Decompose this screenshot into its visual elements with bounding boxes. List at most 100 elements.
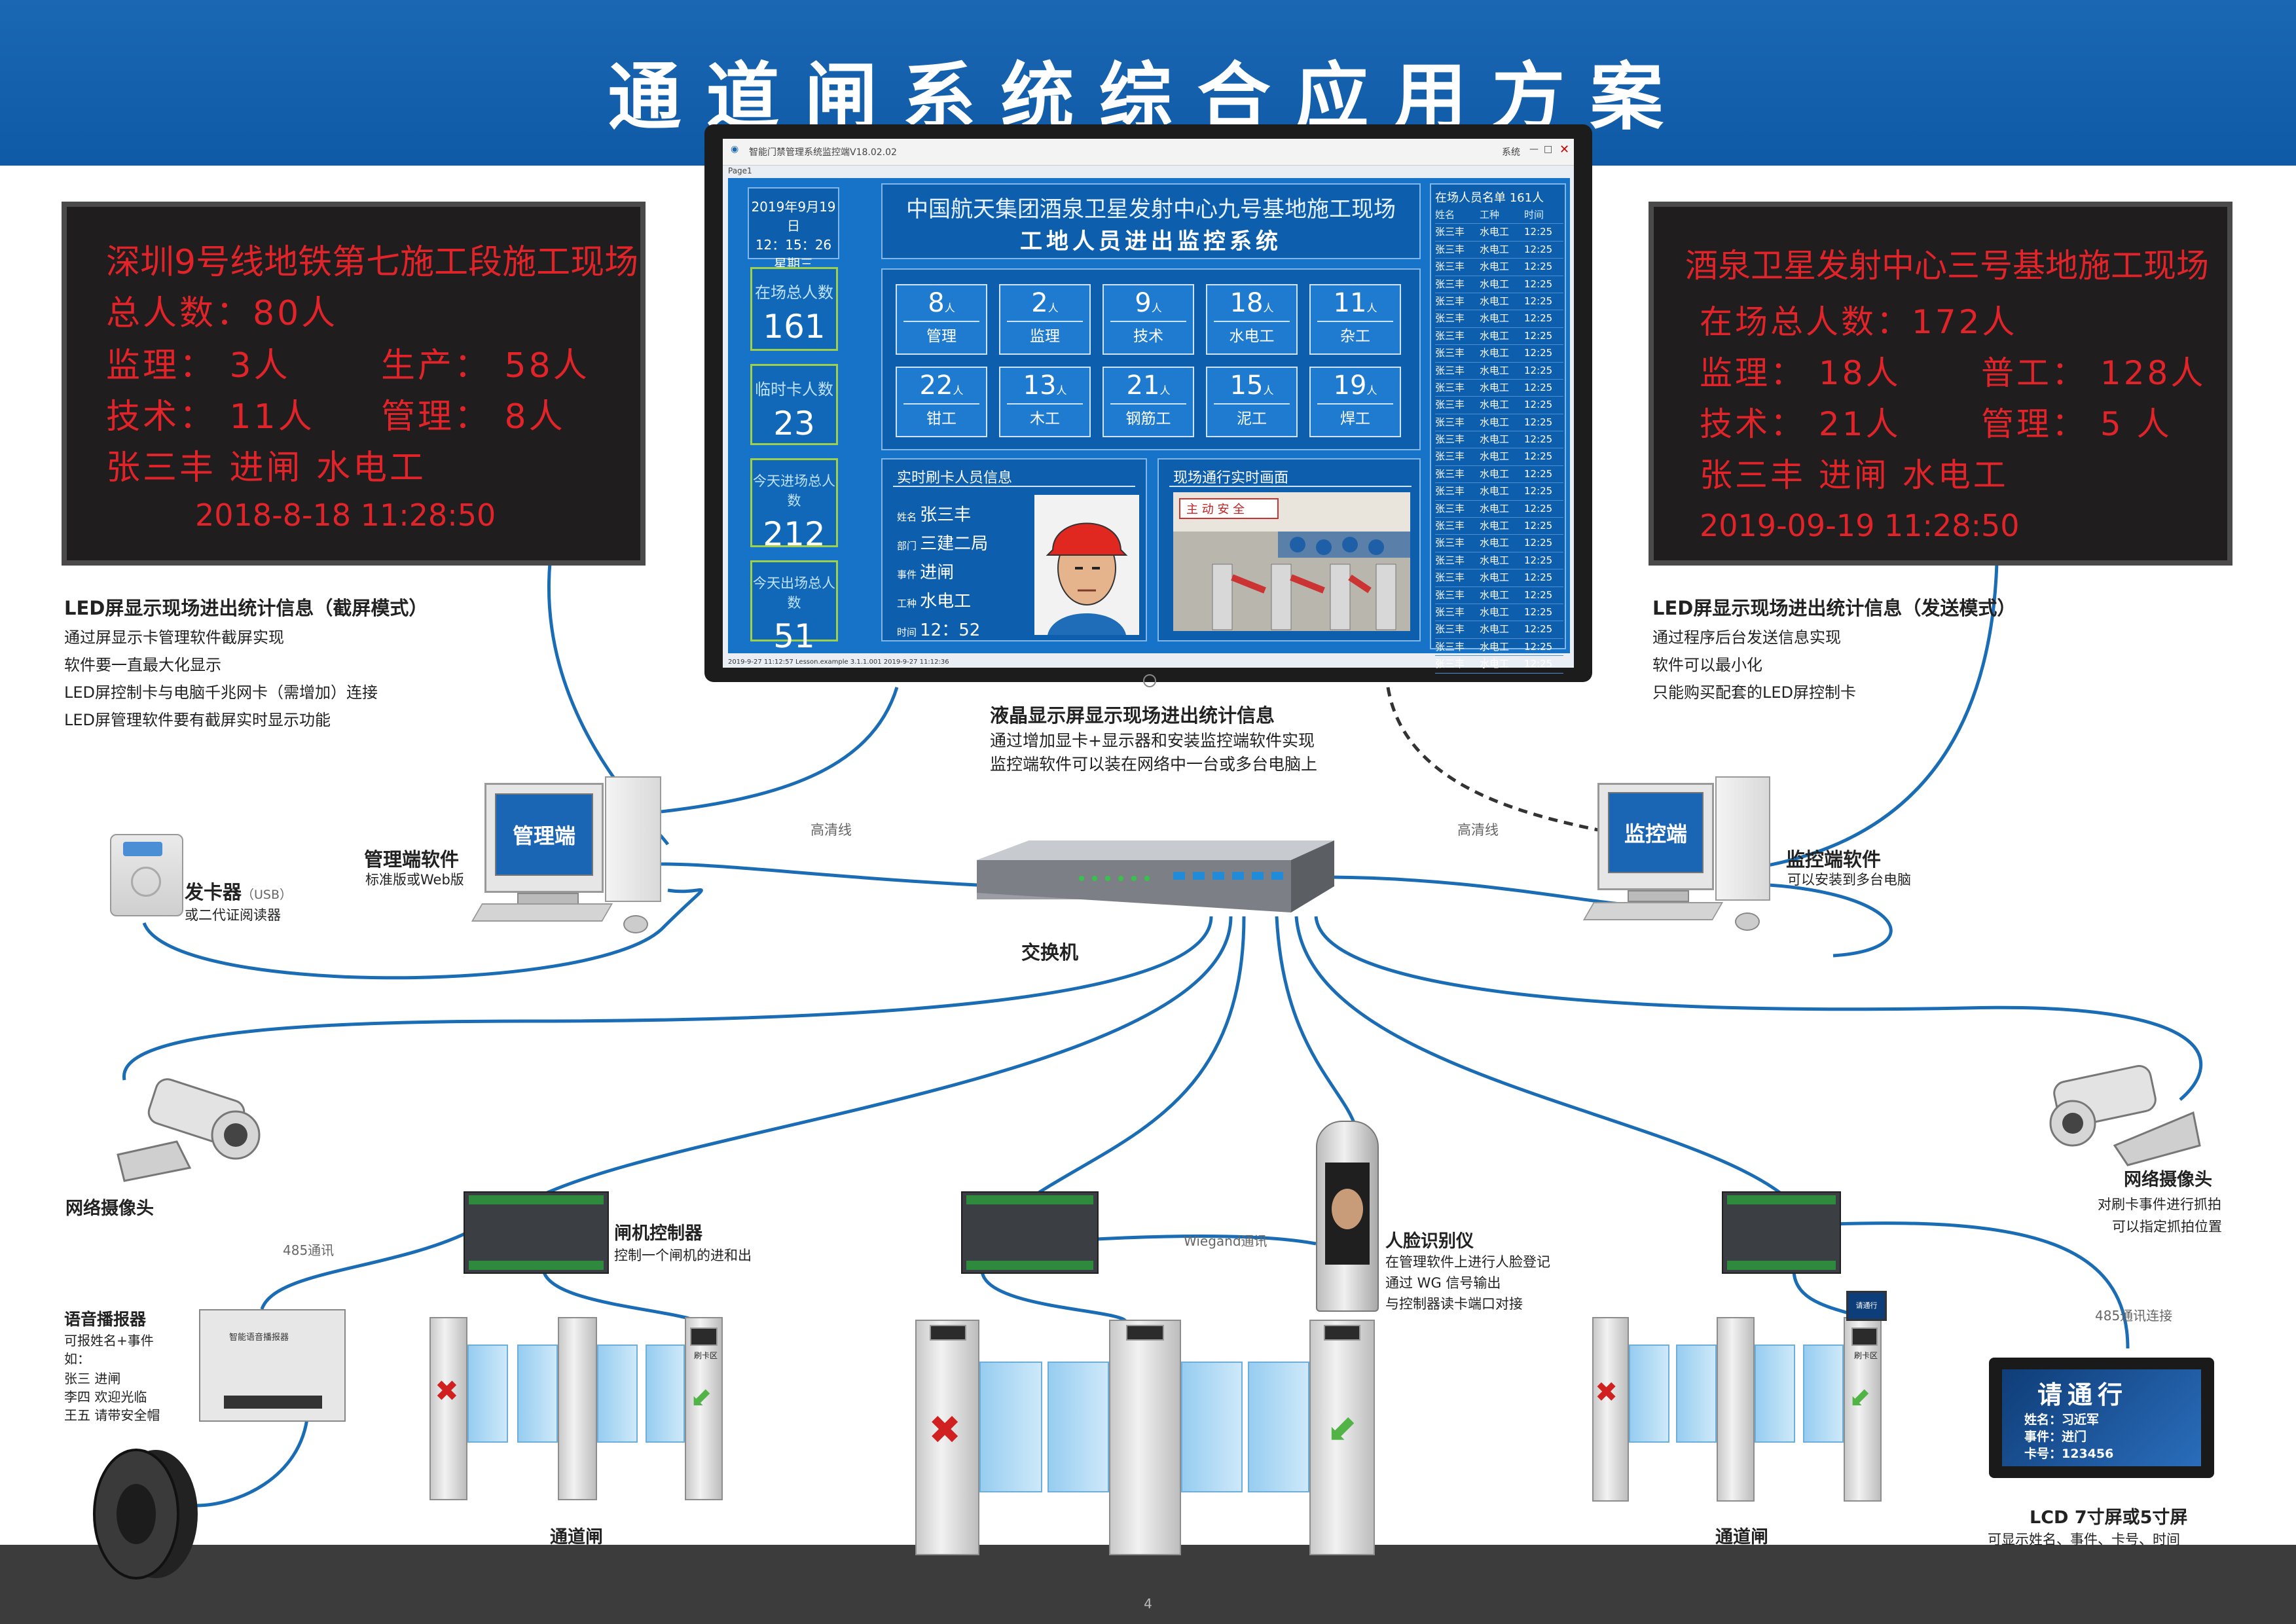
- speaker-line: 如：: [64, 1351, 90, 1367]
- tab-page1[interactable]: Page1: [728, 166, 752, 175]
- face-line: 通过 WG 信号输出: [1385, 1275, 1501, 1291]
- led-left-line4b: 管理： 8人: [381, 397, 566, 437]
- power-button-icon[interactable]: [1143, 674, 1156, 687]
- tile-value: 2: [1031, 288, 1048, 318]
- live-camera-image: 主 动 安 全: [1173, 492, 1410, 631]
- roster-cell: 水电工: [1480, 226, 1510, 238]
- roster-cell: 水电工: [1480, 537, 1510, 549]
- led-right-line2: 在场总人数：172人: [1700, 303, 2018, 341]
- dashboard-time: 12：15：26: [755, 237, 832, 253]
- roster-title: 在场人员名单 161人: [1435, 189, 1544, 206]
- gate-controller-left: [464, 1191, 609, 1274]
- roster-cell: 水电工: [1480, 399, 1510, 411]
- card-field: 工种 水电工: [897, 588, 971, 612]
- card-info-title: 实时刷卡人员信息: [897, 470, 1013, 486]
- cable-speaker-loud: [196, 1413, 310, 1507]
- card-reader-title: 发卡器（USB）: [185, 877, 292, 905]
- gate-wing: [646, 1344, 685, 1443]
- monitor-caption-line: 通过增加显卡+显示器和安装监控端软件实现: [990, 731, 1315, 750]
- monitor-software-sub: 可以安装到多台电脑: [1787, 872, 1911, 888]
- window-user[interactable]: 系统: [1502, 147, 1520, 158]
- roster-cell: 张三丰: [1435, 312, 1465, 325]
- roster-cell: 水电工: [1480, 329, 1510, 342]
- dashboard-date: 2019年9月19日: [751, 199, 836, 234]
- stat-today-out: 今天出场总人数 51: [750, 560, 838, 655]
- roster-cell: 水电工: [1480, 588, 1510, 601]
- lcd-field: 姓名：习近军: [2024, 1413, 2100, 1427]
- roster-cell: 水电工: [1480, 640, 1510, 653]
- tile-value: 18: [1230, 288, 1264, 318]
- voice-broadcaster: 智能语音播报器: [199, 1309, 346, 1422]
- network-switch: [977, 840, 1334, 912]
- roster-cell: 张三丰: [1435, 261, 1465, 273]
- roster-cell: 12:25: [1524, 226, 1553, 238]
- speaker-line: 李四 欢迎光临: [64, 1389, 147, 1405]
- dashboard: 2019年9月19日 12：15：26 星期三 在场总人数 161 临时卡人数 …: [728, 178, 1570, 674]
- roster-cell: 水电工: [1480, 243, 1510, 255]
- gate-display: [930, 1325, 966, 1341]
- monitor-caption-line: 监控端软件可以装在网络中一台或多台电脑上: [990, 755, 1318, 774]
- stat-label: 今天出场总人数: [753, 575, 835, 611]
- tile-manage: 8人管理: [896, 284, 987, 355]
- face-avatar-icon: [1332, 1189, 1363, 1229]
- gate-post: [1844, 1317, 1882, 1502]
- roster-cell: 张三丰: [1435, 640, 1465, 653]
- roster-cell: 张三丰: [1435, 450, 1465, 463]
- roster-cell: 张三丰: [1435, 433, 1465, 446]
- cable-switch-ctrl-right: [1294, 916, 1795, 1206]
- status-bar: 2019-9-27 11:12:57 Lesson.example 3.1.1.…: [728, 659, 949, 666]
- close-icon[interactable]: ✕: [1559, 143, 1570, 156]
- tile-value: 22: [919, 370, 953, 401]
- speaker-title: 语音播报器: [64, 1310, 147, 1329]
- tile-unit: 人: [1263, 384, 1274, 397]
- stat-value: 161: [763, 308, 826, 346]
- roster-cell: 水电工: [1480, 605, 1510, 618]
- pass-arrow-icon: ⬋: [1849, 1382, 1871, 1413]
- roster-cell: 张三丰: [1435, 554, 1465, 566]
- roster-cell: 水电工: [1480, 347, 1510, 359]
- gate-display: [1324, 1325, 1360, 1341]
- roster-cell: 张三丰: [1435, 537, 1465, 549]
- gate-controller-center: [961, 1191, 1099, 1274]
- led-right-line1: 酒泉卫星发射中心三号基地施工现场: [1685, 247, 2209, 285]
- gate-wing: [1676, 1344, 1717, 1443]
- card-reader-tag: （USB）: [242, 888, 293, 902]
- roster-cell: 12:25: [1524, 640, 1553, 653]
- gate-post: [558, 1317, 597, 1500]
- tile-unit: 人: [944, 302, 955, 314]
- roster-cell: 张三丰: [1435, 416, 1465, 428]
- roster-cell: 12:25: [1524, 467, 1553, 480]
- card-reader-title-text: 发卡器: [185, 881, 242, 903]
- roster-cell: 水电工: [1480, 433, 1510, 446]
- roster-cell: 水电工: [1480, 278, 1510, 290]
- roster-cell: 12:25: [1524, 364, 1553, 376]
- minimize-icon[interactable]: —: [1529, 144, 1539, 154]
- field-key: 姓名: [897, 511, 917, 523]
- roster-cell: 12:25: [1524, 623, 1553, 636]
- led-left-line2: 总人数：80人: [106, 294, 338, 333]
- gate-wing: [467, 1344, 508, 1443]
- tile-value: 21: [1126, 370, 1160, 401]
- stat-value: 212: [763, 515, 826, 553]
- led-left-line6: 2018-8-18 11:28:50: [195, 497, 496, 533]
- roster-cell: 12:25: [1524, 243, 1553, 255]
- roster-cell: 12:25: [1524, 347, 1553, 359]
- field-key: 事件: [897, 569, 917, 581]
- maximize-icon[interactable]: □: [1544, 144, 1553, 154]
- face-line: 与控制器读卡端口对接: [1385, 1296, 1523, 1312]
- gate-wing: [1629, 1344, 1669, 1443]
- led-right-caption-line: 通过程序后台发送信息实现: [1652, 628, 1841, 647]
- stat-value: 51: [773, 617, 815, 655]
- worker-type-panel: 8人管理 2人监理 9人技术 18人水电工 11人杂工 22人钳工 13人木工 …: [881, 268, 1421, 450]
- tile-unit: 人: [1056, 384, 1067, 397]
- led-left-caption-line: LED屏管理软件要有截屏实时显示功能: [64, 711, 331, 729]
- led-right-line6: 2019-09-19 11:28:50: [1700, 508, 2020, 543]
- tile-value: 11: [1333, 288, 1367, 318]
- live-view-title: 现场通行实时画面: [1173, 470, 1289, 486]
